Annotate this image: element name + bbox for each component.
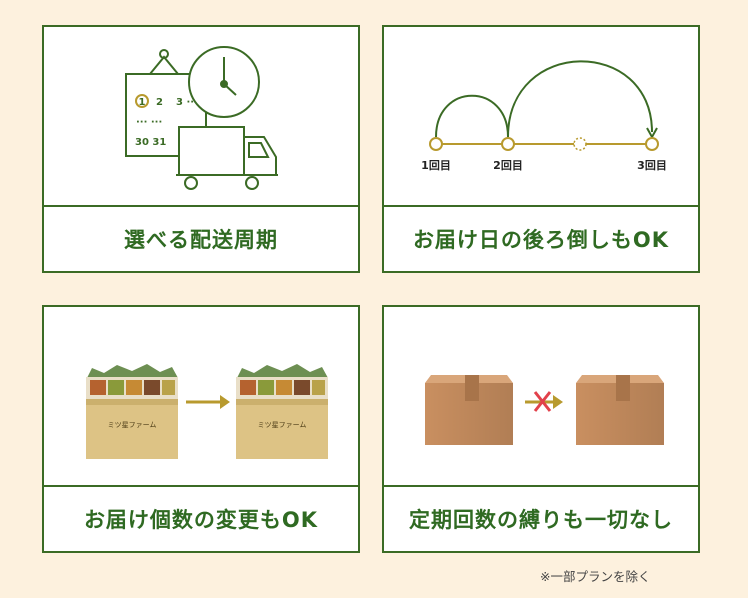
timeline-illustration: 1回目 2回目 3回目 [421, 60, 667, 172]
cross-icon [533, 391, 552, 412]
jump-arrow-long [507, 60, 653, 138]
footnote: ※一部プランを除く [540, 569, 651, 584]
timeline-node-skipped [573, 137, 587, 151]
card-change-quantity: ミツ星ファーム ミツ星ファーム お届け個数の変更もOK [42, 305, 360, 553]
calendar-day-1: 1 [139, 97, 146, 108]
meal-box-illustration: ミツ星ファーム ミツ星ファーム [86, 364, 328, 459]
timeline-node [429, 137, 443, 151]
box-brand-text: ミツ星ファーム [258, 421, 307, 429]
arrow-head-icon [553, 395, 563, 409]
meal-box-before: ミツ星ファーム [86, 364, 178, 459]
timeline-node [645, 137, 659, 151]
box-icon [576, 375, 664, 445]
calendar-day-2: 2 [156, 97, 163, 108]
box-brand-text: ミツ星ファーム [108, 421, 157, 429]
card-divider [44, 485, 358, 487]
jump-arrow-short [435, 94, 509, 138]
card-postpone-delivery: 1回目 2回目 3回目 お届け日の後ろ倒しもOK [382, 25, 700, 273]
clock-icon [188, 46, 260, 118]
card-label: 定期回数の縛りも一切なし [409, 508, 673, 532]
arrow-head-icon [220, 395, 230, 409]
card-label: お届け日の後ろ倒しもOK [412, 228, 670, 252]
timeline-label-2: 2回目 [493, 158, 523, 172]
card-divider [44, 205, 358, 207]
box-icon [425, 375, 513, 445]
card-divider [384, 205, 698, 207]
calendar-day-30: 30 31 [135, 137, 166, 148]
cardboard-box-illustration [425, 375, 664, 445]
card-delivery-cycle: 1 2 3 ··· ··· ··· 30 31 選べる配送周期 [42, 25, 360, 273]
calendar-icon [125, 49, 207, 157]
calendar-day-3: 3 ··· [176, 97, 198, 108]
card-label: 選べる配送周期 [124, 228, 278, 252]
card-label: お届け個数の変更もOK [83, 508, 319, 532]
calendar-dots: ··· ··· [136, 117, 162, 128]
truck-icon [176, 126, 278, 190]
timeline-label-3: 3回目 [637, 158, 667, 172]
calendar-truck-illustration: 1 2 3 ··· ··· ··· 30 31 [125, 46, 278, 190]
timeline-node [501, 137, 515, 151]
card-no-contract-limit: 定期回数の縛りも一切なし [382, 305, 700, 553]
timeline-label-1: 1回目 [421, 158, 451, 172]
meal-box-after: ミツ星ファーム [236, 364, 328, 459]
card-divider [384, 485, 698, 487]
